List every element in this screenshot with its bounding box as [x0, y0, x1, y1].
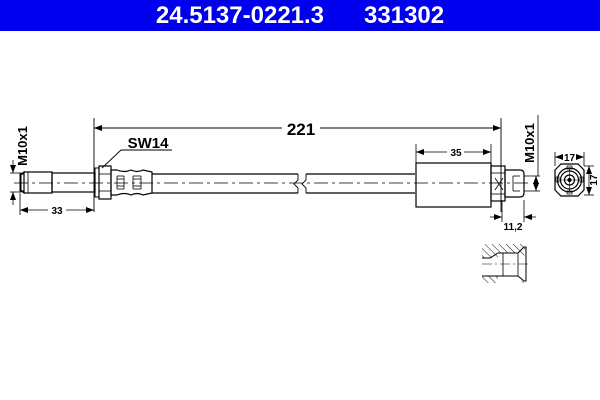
left-fitting [19, 165, 153, 200]
dimension-left-thread [10, 160, 24, 205]
sleeve-length-label: 35 [450, 148, 462, 159]
product-code: 331302 [364, 1, 445, 29]
dimension-total-length [93, 118, 502, 212]
hose-body [152, 173, 415, 194]
dimension-left-fitting [19, 193, 94, 215]
dimension-right-thread [524, 115, 540, 192]
right-fitting-length-label: 11,2 [504, 222, 523, 233]
right-thread-label: M10x1 [522, 123, 537, 163]
total-length-label: 221 [287, 120, 315, 139]
dimension-sleeve-length [415, 144, 492, 166]
dimension-right-fitting [490, 200, 536, 222]
end-view [554, 152, 594, 197]
title-bar: 24.5137-0221.3 331302 [0, 0, 600, 31]
wrench-size-label: SW14 [128, 135, 170, 152]
left-fitting-length-label: 33 [51, 206, 63, 217]
wrench-size-leader [101, 149, 172, 169]
end-view-height-label: 17 [589, 174, 600, 186]
right-fitting [415, 162, 525, 208]
left-thread-label: M10x1 [15, 126, 30, 166]
section-detail [482, 244, 530, 284]
end-view-width-label: 17 [564, 153, 576, 164]
part-number: 24.5137-0221.3 [155, 1, 325, 29]
